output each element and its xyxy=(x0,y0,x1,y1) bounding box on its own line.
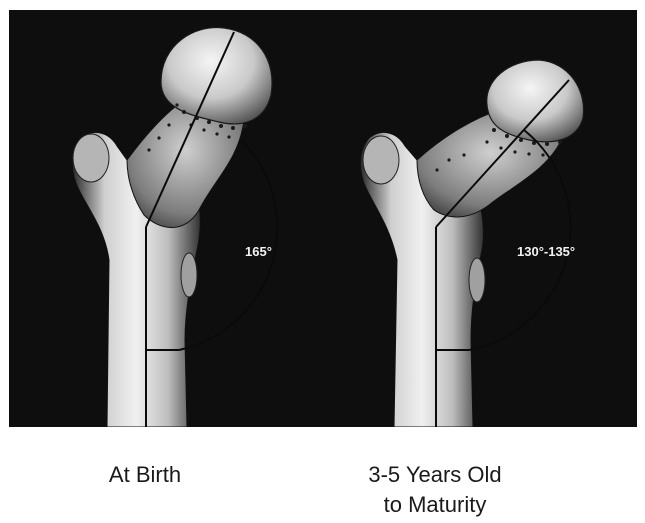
caption-maturity: 3-5 Years Old to Maturity xyxy=(330,460,540,520)
femur-right-head xyxy=(487,60,584,142)
caption-maturity-line-1: 3-5 Years Old xyxy=(330,460,540,490)
figure-panel: 165° 130°-135° xyxy=(9,10,637,427)
caption-at-birth-line-1: At Birth xyxy=(60,460,230,490)
caption-maturity-line-2: to Maturity xyxy=(330,490,540,520)
femur-right-trochanter xyxy=(363,136,399,184)
femur-left-trochanter xyxy=(73,134,109,182)
caption-at-birth: At Birth xyxy=(60,460,230,490)
femur-left: 165° xyxy=(72,28,277,427)
femur-left-lesser-trochanter xyxy=(181,253,197,297)
femur-right: 130°-135° xyxy=(360,60,583,427)
femur-right-angle-label: 130°-135° xyxy=(517,244,575,259)
femur-right-lesser-trochanter xyxy=(469,258,485,302)
femur-left-angle-label: 165° xyxy=(245,244,272,259)
